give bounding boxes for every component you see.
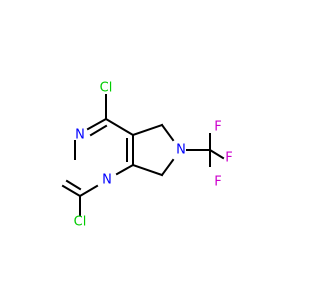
atom-f-top: F bbox=[214, 120, 221, 135]
atom-cl-left: Cl bbox=[74, 215, 87, 230]
bond-c2-n3-b bbox=[65, 179, 82, 191]
bond-c2-n3-a bbox=[61, 184, 82, 198]
bond-c7a-n1 bbox=[115, 163, 135, 176]
atom-f-right: F bbox=[225, 151, 232, 166]
structure-diagram: Cl Cl N N N F F F bbox=[61, 81, 233, 230]
bond-c7-c7a bbox=[131, 163, 164, 177]
bond-n4-c4-inner bbox=[89, 124, 108, 137]
atom-n-upper: N bbox=[75, 128, 85, 143]
bond-cf3-f-right bbox=[208, 148, 225, 160]
bond-c4-c4a bbox=[104, 117, 135, 137]
bond-n4-c4 bbox=[86, 117, 108, 131]
bond-n6-c7 bbox=[160, 158, 175, 177]
atom-cl-top: Cl bbox=[100, 81, 113, 96]
atom-f-bottom: F bbox=[214, 175, 221, 190]
bonds bbox=[61, 94, 225, 216]
bond-c5-n6 bbox=[160, 123, 175, 142]
bond-n1-c2 bbox=[78, 184, 99, 198]
molecule-canvas: Cl Cl N N N F F F bbox=[61, 81, 233, 230]
atom-labels: Cl Cl N N N F F F bbox=[74, 81, 233, 230]
bond-c4a-c5 bbox=[131, 123, 164, 137]
atom-n-lower: N bbox=[102, 173, 112, 188]
atom-n-ring: N bbox=[176, 143, 186, 158]
